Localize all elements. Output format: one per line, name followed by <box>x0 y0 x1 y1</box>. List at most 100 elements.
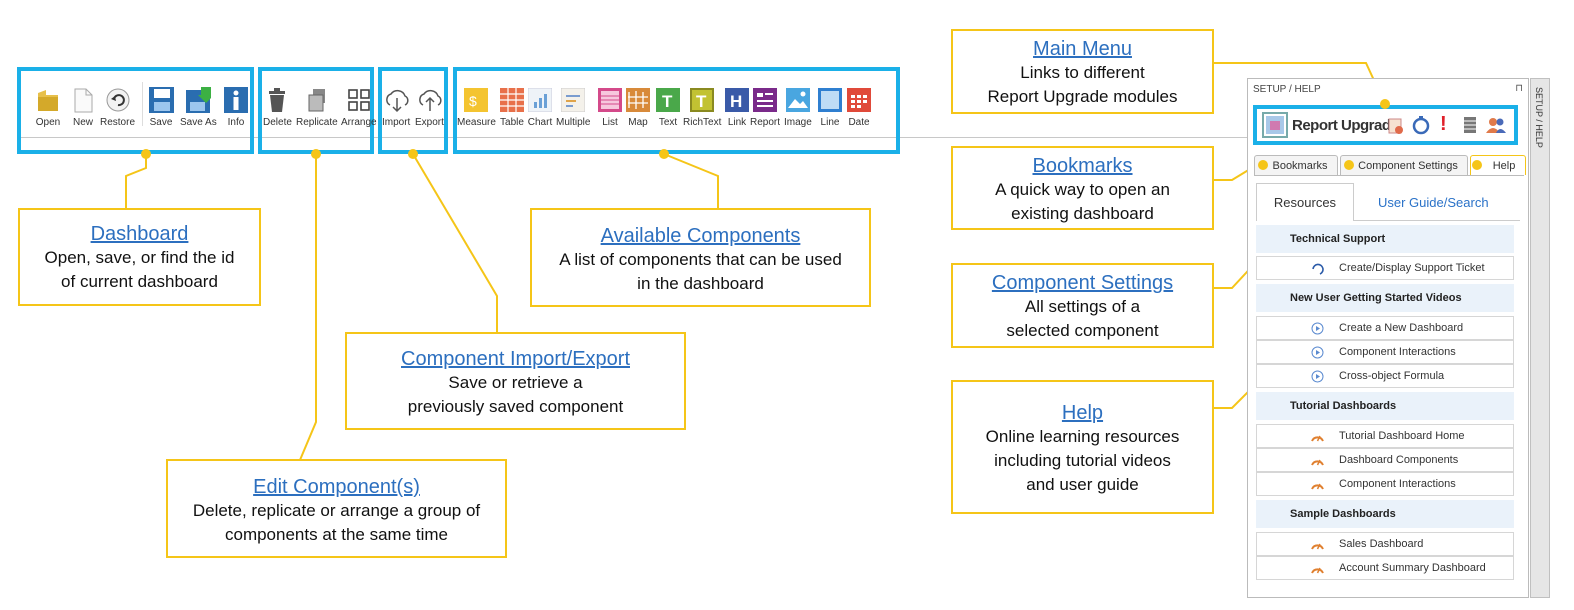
link-button[interactable]: H Link <box>724 86 750 128</box>
date-label: Date <box>848 117 870 128</box>
import-label: Import <box>382 117 411 128</box>
dashboard-callout: Dashboard Open, save, or find the id of … <box>18 208 261 306</box>
tab-bookmarks[interactable]: Bookmarks <box>1254 155 1338 175</box>
svg-text:$: $ <box>469 93 477 109</box>
component-settings-callout: Component Settings All settings of a sel… <box>951 263 1214 348</box>
section-technical-support: Technical Support <box>1256 225 1514 253</box>
dashboard-gauge-icon <box>1311 567 1324 574</box>
list-button[interactable]: List <box>597 86 623 128</box>
module-settings-icon[interactable] <box>1388 117 1404 140</box>
replicate-button[interactable]: Replicate <box>296 86 338 128</box>
tab-help[interactable]: Help <box>1470 155 1526 175</box>
subtab-resources[interactable]: Resources <box>1256 183 1354 221</box>
list-item[interactable]: Tutorial Dashboard Home <box>1256 424 1514 448</box>
callout-text: including tutorial videos <box>994 451 1171 470</box>
save-button[interactable]: Save <box>148 86 174 128</box>
list-item[interactable]: Component Interactions <box>1256 472 1514 496</box>
subtab-label: Resources <box>1273 195 1337 210</box>
play-icon <box>1311 322 1324 335</box>
help-anchor-dot <box>1472 160 1482 170</box>
save-as-icon <box>185 86 212 114</box>
export-button[interactable]: Export <box>415 86 444 128</box>
list-item-label: Component Interactions <box>1339 346 1456 358</box>
callout-text: in the dashboard <box>637 274 764 293</box>
callout-text: A list of components that can be used <box>559 250 842 269</box>
list-item[interactable]: Sales Dashboard <box>1256 532 1514 556</box>
cloud-download-icon <box>383 86 409 114</box>
timer-icon[interactable] <box>1412 115 1430 140</box>
text-button[interactable]: T Text <box>655 86 681 128</box>
multiple-button[interactable]: Multiple <box>556 86 590 128</box>
map-icon <box>625 86 651 114</box>
calendar-icon <box>846 86 872 114</box>
setup-help-panel: SETUP / HELP ⊓ Report Upgrade ! Bookmark… <box>1247 78 1529 598</box>
callout-text: Links to different <box>1020 63 1145 82</box>
import-button[interactable]: Import <box>382 86 410 128</box>
bookmarks-callout: Bookmarks A quick way to open an existin… <box>951 146 1214 230</box>
list-item[interactable]: Account Summary Dashboard <box>1256 556 1514 580</box>
grid-icon <box>346 86 372 114</box>
callout-title: Help <box>1061 402 1104 424</box>
chart-button[interactable]: Chart <box>527 86 553 128</box>
restore-icon <box>105 86 131 114</box>
report-upgrade-title[interactable]: Report Upgrade <box>1292 117 1399 134</box>
map-button[interactable]: Map <box>625 86 651 128</box>
callout-title: Available Components <box>600 225 801 247</box>
save-as-label: Save As <box>180 117 217 128</box>
pin-icon[interactable]: ⊓ <box>1515 83 1523 94</box>
list-item[interactable]: Create a New Dashboard <box>1256 316 1514 340</box>
callout-text: All settings of a <box>1024 297 1141 316</box>
richtext-button[interactable]: T RichText <box>683 86 721 128</box>
delete-button[interactable]: Delete <box>263 86 292 128</box>
list-label: List <box>602 117 618 128</box>
tab-component-settings[interactable]: Component Settings <box>1340 155 1468 175</box>
tab-label: Bookmarks <box>1272 159 1328 172</box>
measure-button[interactable]: $ Measure <box>457 86 496 128</box>
line-button[interactable]: Line <box>817 86 843 128</box>
subtab-user-guide[interactable]: User Guide/Search <box>1378 195 1489 210</box>
svg-text:T: T <box>696 92 707 111</box>
table-button[interactable]: Table <box>499 86 525 128</box>
section-tutorial-dashboards: Tutorial Dashboards <box>1256 392 1514 420</box>
report-button[interactable]: Report <box>750 86 780 128</box>
new-button[interactable]: New <box>70 86 96 128</box>
report-upgrade-logo-icon[interactable] <box>1262 112 1288 143</box>
list-item[interactable]: Cross-object Formula <box>1256 364 1514 388</box>
list-item[interactable]: Dashboard Components <box>1256 448 1514 472</box>
restore-label: Restore <box>100 117 136 128</box>
open-button[interactable]: Open <box>35 86 61 128</box>
arrange-button[interactable]: Arrange <box>341 86 377 128</box>
richtext-label: RichText <box>683 117 722 128</box>
setup-help-side-tab[interactable]: SETUP / HELP <box>1530 78 1550 598</box>
dashboard-gauge-icon <box>1311 543 1324 550</box>
database-icon[interactable] <box>1462 116 1478 139</box>
main-menu-anchor-dot <box>1380 99 1390 109</box>
tab-label: Component Settings <box>1358 159 1458 172</box>
callout-text: components at the same time <box>224 525 448 544</box>
svg-text:T: T <box>662 92 673 111</box>
line-icon <box>817 86 843 114</box>
image-button[interactable]: Image <box>784 86 812 128</box>
cloud-upload-icon <box>416 86 442 114</box>
date-button[interactable]: Date <box>846 86 872 128</box>
save-label: Save <box>149 117 173 128</box>
alert-icon[interactable]: ! <box>1440 113 1447 135</box>
measure-label: Measure <box>457 117 496 128</box>
svg-text:H: H <box>730 92 742 111</box>
restore-button[interactable]: Restore <box>100 86 135 128</box>
list-item[interactable]: Create/Display Support Ticket <box>1256 256 1514 280</box>
list-item[interactable]: Component Interactions <box>1256 340 1514 364</box>
callout-anchor-dot <box>141 149 151 159</box>
help-callout: Help Online learning resources including… <box>951 380 1214 514</box>
save-as-button[interactable]: Save As <box>180 86 217 128</box>
info-button[interactable]: Info <box>223 86 249 128</box>
callout-text: Delete, replicate or arrange a group of <box>192 501 481 520</box>
callout-title: Bookmarks <box>1032 155 1133 177</box>
table-label: Table <box>500 117 524 128</box>
play-icon <box>1311 370 1324 383</box>
users-icon[interactable] <box>1486 116 1506 139</box>
delete-label: Delete <box>263 117 292 128</box>
main-menu-callout: Main Menu Links to different Report Upgr… <box>951 29 1214 114</box>
chart-label: Chart <box>527 117 553 128</box>
info-label: Info <box>227 117 245 128</box>
